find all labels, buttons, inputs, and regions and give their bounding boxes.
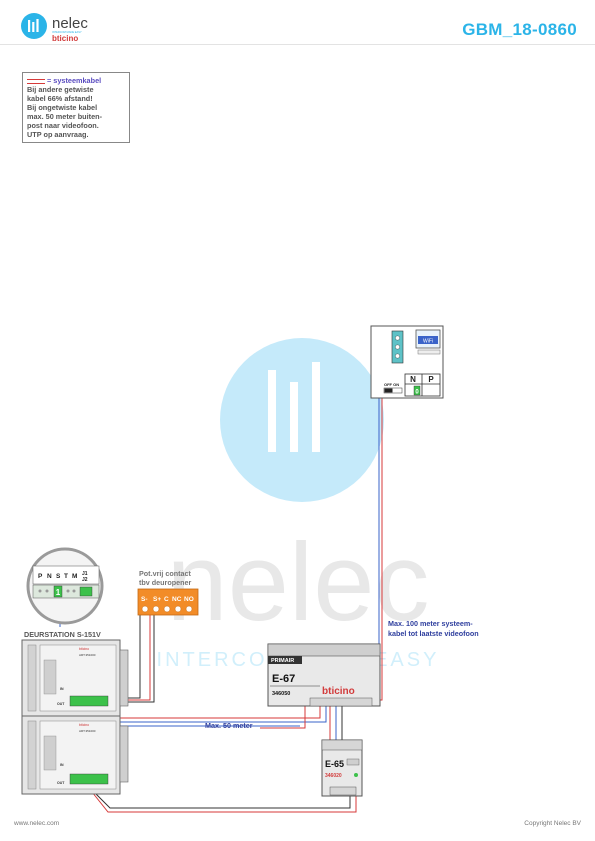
brand-text: nelec — [52, 15, 88, 32]
contact-terminal: NC — [172, 596, 182, 603]
contact-terminal: C — [164, 596, 169, 603]
module-brand: bticino — [79, 723, 89, 727]
door-station-title: DEURSTATION S-151V — [24, 630, 101, 639]
module-brand: bticino — [79, 647, 89, 651]
system-cable-legend-icon — [27, 78, 45, 84]
terminal-label: S — [56, 573, 61, 580]
module-code: ART.351000 — [79, 653, 96, 657]
nelec-logo: nelec INTERCOM MADE EASY bticino — [21, 13, 88, 42]
document-code: GBM_18-0860 — [462, 20, 577, 39]
contact-title-line2: tbv deuropener — [139, 578, 192, 587]
terminal-label: N — [47, 573, 52, 580]
header-divider — [0, 44, 595, 45]
terminal-label: J2 — [82, 577, 88, 583]
note-line: max. 50 meter buiten- — [27, 112, 103, 121]
contact-terminal: S+ — [153, 596, 161, 603]
wifi-badge — [418, 336, 438, 344]
e67-code: 346050 — [272, 691, 290, 697]
power-supply-e67: PRIMAIR E-67 346050 bticino — [267, 643, 381, 707]
out-label: OUT — [57, 702, 65, 706]
contact-terminal: S- — [141, 596, 148, 603]
max-100m-note-line2: kabel tot laatste videofoon — [388, 629, 479, 638]
max-100m-note-line1: Max. 100 meter systeem- — [388, 619, 473, 628]
footer-copyright: Copyright Nelec BV — [524, 820, 581, 827]
contact-title-line1: Pot.vrij contact — [139, 569, 192, 578]
p-value: 0 — [415, 390, 419, 396]
watermark-word: nelec — [167, 521, 430, 644]
e67-top-label: PRIMAIR — [271, 658, 294, 664]
module-terminals — [69, 773, 109, 785]
cable-legend: = systeemkabel — [27, 76, 125, 85]
brand-tagline: INTERCOM MADE EASY — [52, 30, 82, 34]
note-line: post naar videofoon. — [27, 121, 99, 130]
note-line: UTP op aanvraag. — [27, 130, 89, 139]
terminal-label: P — [38, 573, 43, 580]
in-label: IN — [60, 687, 64, 691]
e67-model: E-67 — [272, 673, 295, 685]
terminal-label: T — [64, 573, 68, 580]
terminal-label: M — [72, 573, 77, 580]
footer-website: www.nelec.com — [14, 820, 60, 827]
cable-note-box: = systeemkabel Bij andere getwiste kabel… — [22, 72, 130, 143]
terminal-block-detail: P N S T M J1 J2 1 — [26, 547, 104, 625]
contact-terminal: NO — [184, 596, 194, 603]
video-monitor: WiFi N P 0 OFF ON — [370, 325, 444, 399]
e65-code: 346020 — [325, 773, 342, 779]
partner-brand: bticino — [52, 34, 78, 42]
terminal-label: J1 — [82, 571, 88, 577]
e65-model: E-65 — [325, 759, 344, 769]
power-supply-e65: E-65 346020 — [321, 739, 363, 797]
n-label: N — [410, 375, 416, 384]
module-code: ART.351000 — [79, 729, 96, 733]
watermark-logo-icon — [220, 338, 384, 502]
np-switch-block — [404, 373, 441, 397]
p-label: P — [428, 375, 434, 384]
note-line: Bij ongetwiste kabel — [27, 103, 98, 112]
max-50m-note: Max. 50 meter — [205, 721, 253, 730]
module-terminals — [69, 695, 109, 707]
door-station: DEURSTATION S-151V bticino ART.351000 IN… — [21, 630, 129, 795]
dip-switch — [53, 585, 63, 598]
potential-free-contact: Pot.vrij contact tbv deuropener S- S+ C … — [137, 569, 199, 616]
out-label: OUT — [57, 781, 65, 785]
note-line: kabel 66% afstand! — [27, 94, 93, 103]
note-line: Bij andere getwiste — [27, 85, 94, 94]
off-on-label: OFF ON — [384, 382, 399, 387]
wifi-label: WiFi — [423, 339, 433, 345]
e67-brand: bticino — [322, 686, 355, 697]
dip-switch-value: 1 — [56, 588, 61, 597]
in-label: IN — [60, 763, 64, 767]
